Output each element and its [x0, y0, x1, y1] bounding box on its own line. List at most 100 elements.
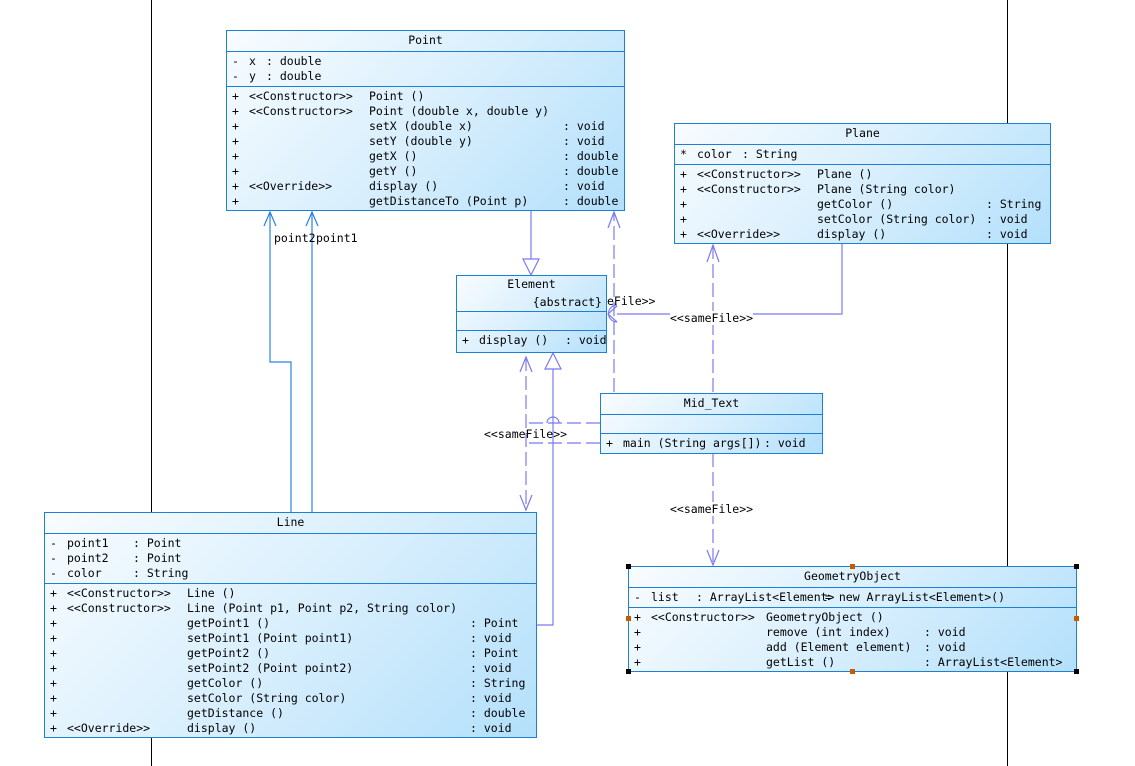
operation-signature: Point () [369, 89, 425, 103]
operation-return-type: : void [764, 436, 806, 450]
visibility-marker: - [232, 69, 239, 83]
abstract-modifier: {abstract} [532, 295, 602, 309]
operation-signature: getY () [369, 164, 418, 178]
operation-signature: Plane (String color) [817, 182, 956, 196]
operation-signature: Plane () [817, 167, 873, 181]
visibility-marker: + [232, 104, 239, 118]
generalization-point-element [522, 210, 540, 277]
visibility-marker: + [50, 631, 57, 645]
operation-stereotype: <<Constructor>> [697, 167, 801, 181]
dependency-label-geometry: <<sameFile>> [670, 502, 754, 516]
operation-return-type: : void [986, 227, 1028, 241]
class-line[interactable]: Line -point1: Point-point2: Point-color:… [44, 512, 537, 738]
attributes-section: -list: ArrayList<Element>= new ArrayList… [629, 588, 1076, 608]
visibility-marker: + [50, 661, 57, 675]
visibility-marker: + [232, 134, 239, 148]
attribute-type: : double [266, 54, 322, 68]
operation-row: +<<Constructor>>Plane () [680, 167, 1050, 182]
association-line-point2 [269, 212, 292, 512]
dependency-label-element: eFile>> [607, 294, 656, 308]
attribute-row: -x : double [232, 54, 624, 69]
attributes-section: -point1: Point-point2: Point-color: Stri… [45, 534, 536, 584]
attribute-type: : double [266, 69, 322, 83]
attribute-name: x [249, 54, 256, 68]
attribute-name: point1 [67, 536, 109, 550]
operations-section: +<<Constructor>>Plane ()+<<Constructor>>… [675, 165, 1050, 244]
operation-stereotype: <<Constructor>> [67, 601, 171, 615]
resize-handle-s[interactable] [850, 669, 855, 674]
association-label-point1: point1 [316, 231, 358, 245]
resize-handle-e[interactable] [1074, 616, 1079, 621]
operation-return-type: : void [565, 333, 607, 347]
resize-handle-w[interactable] [626, 616, 631, 621]
visibility-marker: - [634, 590, 641, 604]
visibility-marker: + [462, 333, 469, 347]
page-boundary-right [1007, 0, 1008, 766]
operation-signature: display () [479, 333, 549, 347]
attributes-section: *color: String [675, 145, 1050, 165]
resize-handle-nw[interactable] [626, 564, 631, 569]
visibility-marker: + [680, 182, 687, 196]
class-plane[interactable]: Plane *color: String + <<Constructor>> Pla… [674, 123, 1051, 244]
class-title: Plane [675, 124, 1050, 145]
attribute-type: : Point [133, 536, 182, 550]
operation-return-type: : void [924, 625, 966, 639]
operation-signature: display () [817, 227, 887, 241]
operation-return-type: : void [470, 661, 512, 675]
class-element[interactable]: Element {abstract} +display (): void [456, 275, 607, 353]
class-title: Line [45, 513, 536, 534]
operation-row: +add (Element element): void [634, 640, 1076, 655]
attribute-name: point2 [67, 551, 109, 565]
operation-stereotype: <<Constructor>> [67, 586, 171, 600]
resize-handle-se[interactable] [1074, 669, 1079, 674]
operation-signature: Point (double x, double y) [369, 104, 550, 118]
dependency-midtext-plane [706, 243, 720, 392]
operation-row: + display () : void [462, 333, 607, 348]
attribute-row: -point2: Point [50, 551, 536, 566]
operation-return-type: : double [470, 706, 526, 720]
operation-return-type: : Point [470, 646, 519, 660]
operation-return-type: : void [470, 631, 512, 645]
attributes-section [457, 312, 606, 331]
class-point[interactable]: Point -x: double-y: double +<<Constructo… [226, 30, 625, 211]
visibility-marker: + [232, 164, 239, 178]
operation-return-type: : Point [470, 616, 519, 630]
operation-signature: main (String args[]) [623, 436, 762, 450]
association-point1 [305, 210, 319, 512]
class-title: GeometryObject [629, 567, 1076, 588]
operation-signature: display () [369, 179, 439, 193]
operation-row: +<<Override>>display (): void [680, 227, 1050, 242]
operation-signature: getColor () [187, 676, 264, 690]
visibility-marker: + [232, 89, 239, 103]
attribute-name: color [697, 147, 732, 161]
attribute-type: : ArrayList<Element> [696, 590, 835, 604]
operation-row: +<<Constructor>>Point (double x, double … [232, 104, 624, 119]
resize-handle-sw[interactable] [626, 669, 631, 674]
operation-row: +<<Constructor>>Point () [232, 89, 624, 104]
class-geometry-object[interactable]: GeometryObject -list: ArrayList<Element>… [628, 566, 1077, 672]
resize-handle-n[interactable] [850, 564, 855, 569]
operation-stereotype: <<Constructor>> [651, 610, 755, 624]
visibility-marker: + [50, 676, 57, 690]
operation-return-type: : void [563, 134, 605, 148]
operation-row: +getList (): ArrayList<Element> [634, 655, 1076, 670]
operation-row: +setX (double x): void [232, 119, 624, 134]
operation-signature: setX (double x) [369, 119, 473, 133]
visibility-marker: - [232, 54, 239, 68]
operation-row: + setPoint1 (Point point1) : void [50, 631, 536, 646]
resize-handle-ne[interactable] [1074, 564, 1079, 569]
association-arrowhead-point1 [305, 210, 319, 227]
class-mid-text[interactable]: Mid_Text +main (String args[]): void [600, 393, 823, 454]
operation-return-type: : void [986, 212, 1028, 226]
operation-signature: getPoint1 () [187, 616, 271, 630]
operation-signature: setPoint1 (Point point1) [187, 631, 354, 645]
visibility-marker: + [50, 646, 57, 660]
visibility-marker: + [50, 706, 57, 720]
visibility-marker: + [634, 625, 641, 639]
visibility-marker: + [606, 436, 613, 450]
dependency-midtext-left [527, 422, 600, 444]
visibility-marker: - [50, 551, 57, 565]
dependency-midtext-point [607, 210, 621, 392]
attribute-initial-value: = new ArrayList<Element>() [825, 590, 1006, 604]
operation-row: +<<Constructor>>Line (Point p1, Point p2… [50, 601, 536, 616]
